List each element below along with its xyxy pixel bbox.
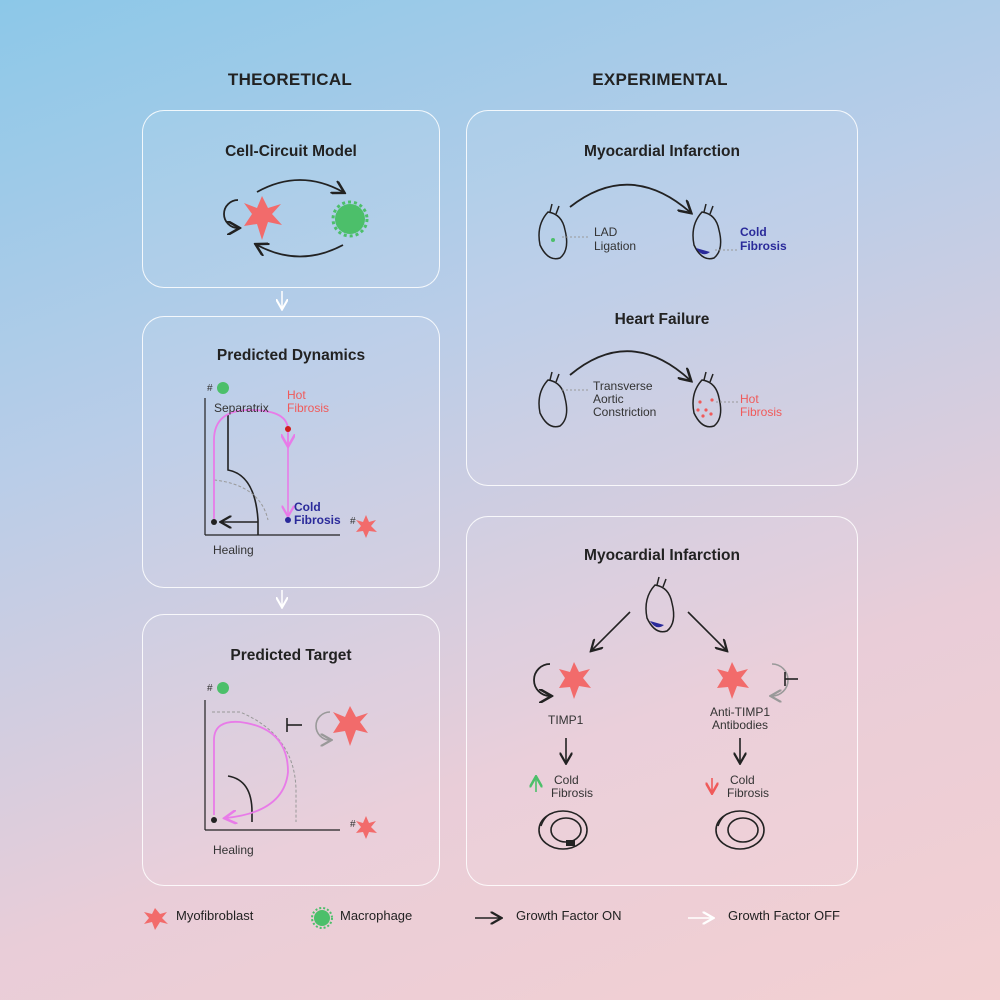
myofibroblast-axis-icon — [356, 816, 377, 839]
myo-to-mac-arrow — [256, 179, 343, 192]
hf-progress-arrow — [569, 350, 690, 380]
mi-title: Myocardial Infarction — [584, 143, 740, 160]
mi-cold-label-1: Cold — [740, 225, 767, 239]
experimental-heading: EXPERIMENTAL — [592, 70, 728, 89]
tac-label-2: Aortic — [593, 392, 624, 406]
hot-fibrosis-point — [285, 426, 291, 432]
target-phase-plot — [204, 682, 377, 839]
cold-fibrosis-point — [285, 517, 291, 523]
target-y-axis-label: # — [207, 683, 213, 694]
myofibroblast-icon — [244, 196, 282, 240]
hot-fibrosis-label-1: Hot — [287, 388, 306, 402]
cold-fibrosis-label-1: Cold — [294, 500, 321, 514]
branch-arrow-left — [592, 611, 631, 650]
legend-gf-on: Growth Factor ON — [516, 908, 622, 923]
self-loop-gray — [315, 711, 330, 740]
heart-cross-section-icon — [715, 810, 765, 850]
mi-cold-label-2: Fibrosis — [740, 239, 787, 253]
target-x-axis-label: # — [350, 819, 356, 830]
timp1-outcome-label-2: Fibrosis — [551, 786, 594, 800]
predicted-target-title: Predicted Target — [230, 647, 352, 664]
dynamics-y-axis-label: # — [207, 383, 213, 394]
cell-circuit-graphic — [223, 179, 369, 258]
predicted-dynamics-title: Predicted Dynamics — [216, 347, 366, 364]
legend-myofibroblast: Myofibroblast — [176, 908, 254, 923]
branch-arrow-right — [687, 611, 726, 650]
healing-point — [211, 519, 217, 525]
target-healing-label: Healing — [213, 843, 254, 857]
mi-model-graphic — [538, 183, 738, 260]
heart-icon — [538, 203, 568, 260]
lad-site — [551, 238, 555, 242]
heart-failure-title: Heart Failure — [614, 311, 710, 328]
macrophage-axis-icon — [217, 682, 229, 694]
timp1-outcome-label-1: Cold — [554, 773, 579, 787]
dynamics-x-axis-label: # — [350, 516, 356, 527]
hf-model-graphic — [538, 350, 738, 428]
cell-circuit-panel: Cell-Circuit Model — [142, 110, 440, 288]
experimental-models-panel: Myocardial Infarction Heart Failure — [466, 110, 858, 486]
mac-to-myo-arrow — [257, 245, 344, 258]
tac-label-1: Transverse — [593, 379, 653, 393]
legend-myofibroblast-icon — [144, 908, 168, 930]
heart-icon — [645, 576, 675, 633]
mi-timp1-title: Myocardial Infarction — [584, 547, 740, 564]
timp1-experiment-panel: Myocardial Infarction — [466, 516, 858, 886]
predicted-dynamics-panel: Predicted Dynamics — [142, 316, 440, 588]
heart-icon — [692, 203, 722, 260]
cold-fibrosis-label-2: Fibrosis — [294, 513, 341, 527]
antibody-outcome-label-2: Fibrosis — [727, 786, 770, 800]
hot-fibrosis-label-2: Fibrosis — [287, 401, 330, 415]
legend-gf-off: Growth Factor OFF — [728, 908, 840, 923]
anti-timp1-label-2: Antibodies — [712, 718, 769, 732]
lad-label-2: Ligation — [594, 239, 637, 253]
myofibroblast-axis-icon — [356, 515, 377, 538]
separatrix-curve — [227, 415, 259, 535]
self-loop-arrow — [533, 663, 550, 696]
mi-progress-arrow — [569, 183, 690, 212]
tac-label-3: Constriction — [593, 405, 657, 419]
healing-label: Healing — [213, 543, 254, 557]
healing-point — [211, 817, 217, 823]
legend-macrophage-icon — [311, 907, 333, 929]
trajectory-loop — [213, 720, 289, 818]
legend-macrophage: Macrophage — [340, 908, 413, 923]
hf-hot-label-2: Fibrosis — [740, 405, 783, 419]
legend-graphic — [144, 907, 712, 930]
macrophage-icon — [331, 200, 369, 238]
theoretical-heading: THEORETICAL — [227, 70, 353, 89]
myofibroblast-icon — [559, 662, 591, 699]
heart-icon — [692, 371, 722, 428]
anti-timp1-label-1: Anti-TIMP1 — [710, 705, 771, 719]
dynamics-phase-plot — [204, 382, 377, 538]
separatrix-label: Separatrix — [214, 401, 269, 415]
self-loop-gray — [772, 663, 789, 696]
predicted-target-panel: Predicted Target — [142, 614, 440, 886]
self-loop-arrow — [223, 199, 238, 228]
timp1-experiment-graphic — [533, 576, 798, 850]
nullcline-dashed — [212, 711, 297, 822]
myofibroblast-icon — [333, 706, 368, 746]
cell-circuit-title: Cell-Circuit Model — [225, 143, 357, 160]
antibody-outcome-label-1: Cold — [730, 773, 755, 787]
myofibroblast-icon — [717, 662, 749, 699]
timp1-label: TIMP1 — [548, 713, 584, 727]
nullcline-curve — [213, 470, 269, 521]
trajectory-to-hot — [213, 409, 288, 520]
lad-label-1: LAD — [594, 225, 618, 239]
heart-icon — [538, 371, 568, 428]
hf-hot-label-1: Hot — [740, 392, 759, 406]
heart-cross-section-icon — [538, 810, 588, 850]
macrophage-axis-icon — [217, 382, 229, 394]
